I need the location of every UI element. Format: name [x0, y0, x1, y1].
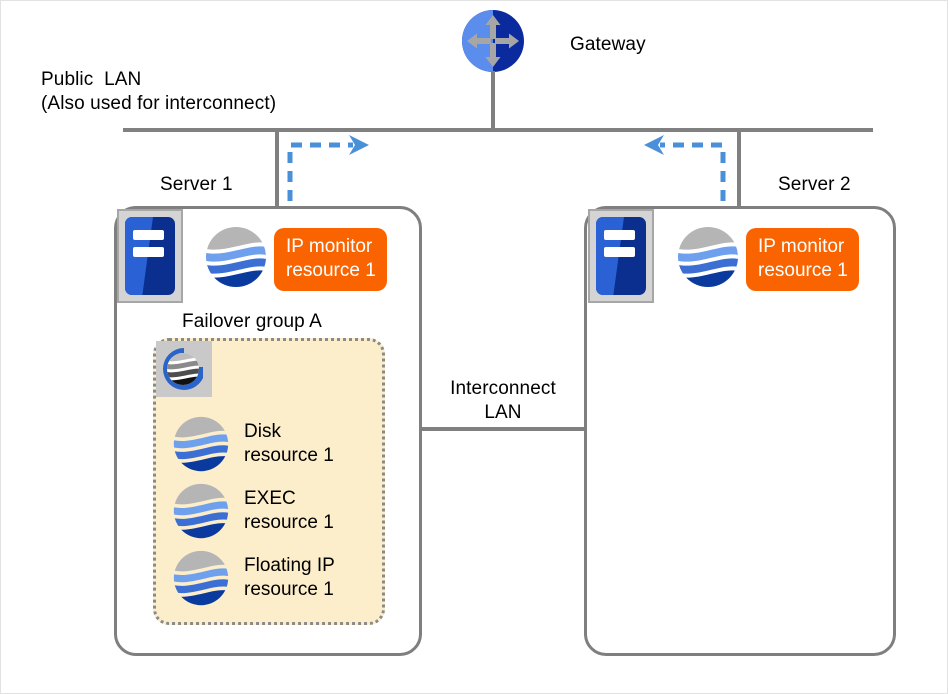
monitor-arrow-server-1 [281, 133, 376, 203]
interconnect-lan-label-line2: LAN [484, 402, 522, 423]
interconnect-lan-line [420, 427, 586, 431]
list-item-exec-resource[interactable]: EXEC resource 1 [172, 482, 334, 540]
server-2-icon [588, 209, 654, 303]
exec-resource-icon [173, 483, 229, 539]
disk-resource-line1: Disk [244, 421, 281, 442]
exec-resource-line1: EXEC [244, 488, 296, 509]
server-1-ip-monitor-badge[interactable]: IP monitor resource 1 [274, 228, 387, 291]
disk-resource-line2: resource 1 [244, 445, 334, 466]
server-2-monitor-icon [676, 225, 740, 289]
failover-group-icon [156, 341, 212, 397]
floating-ip-resource-line1: Floating IP [244, 555, 335, 576]
server-2-ip-monitor-badge[interactable]: IP monitor resource 1 [746, 228, 859, 291]
server-1-ip-monitor-line2: resource 1 [286, 260, 376, 281]
server-1-label: Server 1 [160, 174, 233, 195]
interconnect-lan-label-line1: Interconnect [450, 378, 556, 399]
gateway-icon [461, 9, 525, 73]
public-lan-label-line1: Public LAN [41, 69, 142, 90]
floating-ip-resource-icon [173, 550, 229, 606]
server-1-lan-drop-line [275, 128, 279, 208]
disk-resource-icon [173, 416, 229, 472]
monitor-arrow-server-2 [637, 133, 732, 203]
server-2-lan-drop-line [737, 128, 741, 208]
server-2-ip-monitor-line2: resource 1 [758, 260, 848, 281]
public-lan-label-line2: (Also used for interconnect) [41, 93, 277, 114]
server-1-monitor-icon [204, 225, 268, 289]
floating-ip-resource-line2: resource 1 [244, 579, 334, 600]
gateway-label: Gateway [570, 34, 646, 55]
server-1-icon [117, 209, 183, 303]
exec-resource-line2: resource 1 [244, 512, 334, 533]
failover-group-a-title: Failover group A [182, 311, 322, 332]
public-lan-bus-line [123, 128, 873, 132]
gateway-drop-line [491, 71, 495, 131]
server-2-ip-monitor-line1: IP monitor [758, 236, 845, 257]
server-2-label: Server 2 [778, 174, 851, 195]
list-item-floating-ip-resource[interactable]: Floating IP resource 1 [172, 549, 335, 607]
list-item-disk-resource[interactable]: Disk resource 1 [172, 415, 334, 473]
server-1-ip-monitor-line1: IP monitor [286, 236, 373, 257]
